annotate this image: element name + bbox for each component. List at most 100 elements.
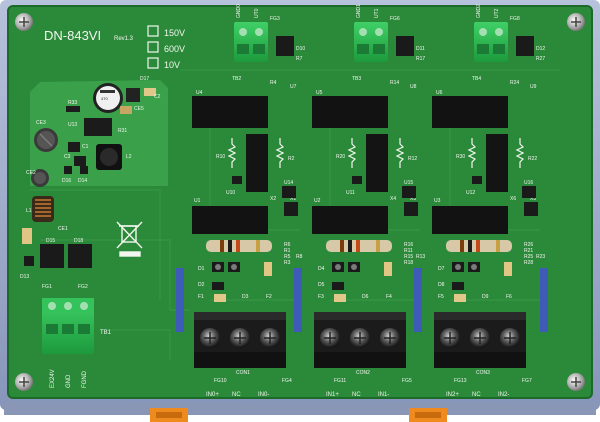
isolation-slot	[294, 268, 302, 332]
output-terminal-block	[354, 22, 388, 62]
tb-label: TB4	[472, 76, 481, 82]
part-label: R12	[408, 156, 417, 162]
output-terminal-block	[234, 22, 268, 62]
chip-u15	[402, 186, 416, 198]
label-l2: L2	[126, 154, 132, 160]
fuse	[264, 262, 272, 276]
con-label: CON2	[356, 370, 370, 376]
chip-u14	[282, 186, 296, 198]
chip-u13	[84, 118, 112, 136]
part-label: R7	[296, 56, 303, 62]
part-label: F4	[386, 294, 392, 300]
part-label: U4	[196, 90, 203, 96]
part-label: D4	[318, 266, 325, 272]
part-label: R25	[524, 254, 533, 260]
part-label: F1	[198, 294, 204, 300]
fg-label: FG7	[522, 378, 532, 384]
part-label: X3	[410, 196, 416, 202]
part-label: R16	[404, 242, 413, 248]
part-label: R26	[524, 242, 533, 248]
label-ce2: CE2	[26, 170, 36, 176]
part-label: R3	[284, 260, 291, 266]
part-label: R4	[270, 80, 277, 86]
power-resistor	[206, 240, 272, 252]
inductor-l2	[96, 144, 122, 170]
smd-diode	[452, 262, 464, 272]
part-label: U12	[466, 190, 475, 196]
fg-label: FG10	[214, 378, 227, 384]
din-clip-right	[409, 408, 447, 422]
part-label: R2	[288, 156, 295, 162]
isolation-slot	[414, 268, 422, 332]
part-label: R5	[284, 254, 291, 260]
capacitor-c3	[74, 156, 86, 166]
capacitor-c2	[126, 88, 140, 102]
channel-1: GND1 UT1 FG6 TB3 D11 R17 R14 U8 U5 R20 R…	[312, 4, 425, 398]
part-label: U8	[410, 84, 417, 90]
input-label: IN2-	[498, 392, 509, 398]
part-label: U6	[436, 90, 443, 96]
part-label: D2	[198, 282, 205, 288]
channel-0: GND0 UT0 FG3 TB2 D10 R7 R4 U7 U4 R10 R2 …	[176, 4, 305, 398]
fg-label: FG3	[270, 16, 280, 22]
part-label: U16	[524, 180, 533, 186]
model-label: DN-843VI	[44, 28, 101, 43]
relay-u2	[312, 206, 388, 234]
part-label: R8	[296, 254, 303, 260]
smd-part	[404, 202, 418, 216]
relay-u3	[432, 206, 508, 234]
smd-diode	[348, 262, 360, 272]
part-label: R30	[456, 154, 465, 160]
part-label: R11	[404, 248, 413, 254]
label-r31: R31	[118, 128, 127, 134]
diode-d17	[144, 88, 156, 96]
part-label: D9	[482, 294, 489, 300]
part-label: X6	[510, 196, 516, 202]
part-label: F3	[318, 294, 324, 300]
input-screw-terminal	[434, 312, 526, 368]
pin-label: UT1	[374, 8, 380, 18]
electrolytic-capacitor: 470	[93, 83, 123, 113]
part-label: X4	[390, 196, 396, 202]
diode-d16	[64, 166, 72, 174]
part-label: R20	[336, 154, 345, 160]
label-d16: D16	[62, 178, 71, 184]
part-label: U15	[404, 180, 413, 186]
pin-label: UT0	[254, 8, 260, 18]
rail-bottom-edge	[4, 403, 596, 415]
svg-text:470: 470	[101, 96, 108, 101]
part-label: U7	[290, 84, 297, 90]
part-label: R15	[404, 254, 413, 260]
part-label: U11	[346, 190, 355, 196]
part-label: D1	[198, 266, 205, 272]
part-label: U10	[226, 190, 235, 196]
din-clip-left	[150, 408, 188, 422]
input-screw-terminal	[314, 312, 406, 368]
part-label: X5	[530, 196, 536, 202]
part-label: D5	[318, 282, 325, 288]
label-tb1: TB1	[100, 330, 112, 336]
relay-u5	[312, 96, 388, 128]
range-label-600v: 600V	[164, 44, 185, 54]
resistor-symbol	[467, 138, 477, 168]
part-label: D6	[362, 294, 369, 300]
input-label: NC	[352, 392, 361, 398]
screw-icon	[567, 13, 585, 31]
label-c3: C3	[64, 154, 71, 160]
con-label: CON3	[476, 370, 490, 376]
ic-chip	[486, 134, 508, 192]
part-label: F2	[266, 294, 272, 300]
channel-2: GND2 UT2 FG8 TB4 D12 R27 R24 U9 U6 R30 R…	[432, 4, 545, 398]
label-d18: D18	[74, 238, 83, 244]
revision-label: Rev1.3	[114, 36, 134, 42]
part-label: R6	[284, 242, 291, 248]
smd-part	[332, 282, 344, 290]
capacitor-ce5	[120, 106, 132, 114]
label-l1: L1	[26, 208, 32, 214]
label-ce1: CE1	[58, 226, 68, 232]
diode-d14	[80, 166, 88, 174]
part-label: D11	[416, 46, 425, 52]
resistor-symbol	[515, 138, 525, 168]
label-d15: D15	[46, 238, 55, 244]
